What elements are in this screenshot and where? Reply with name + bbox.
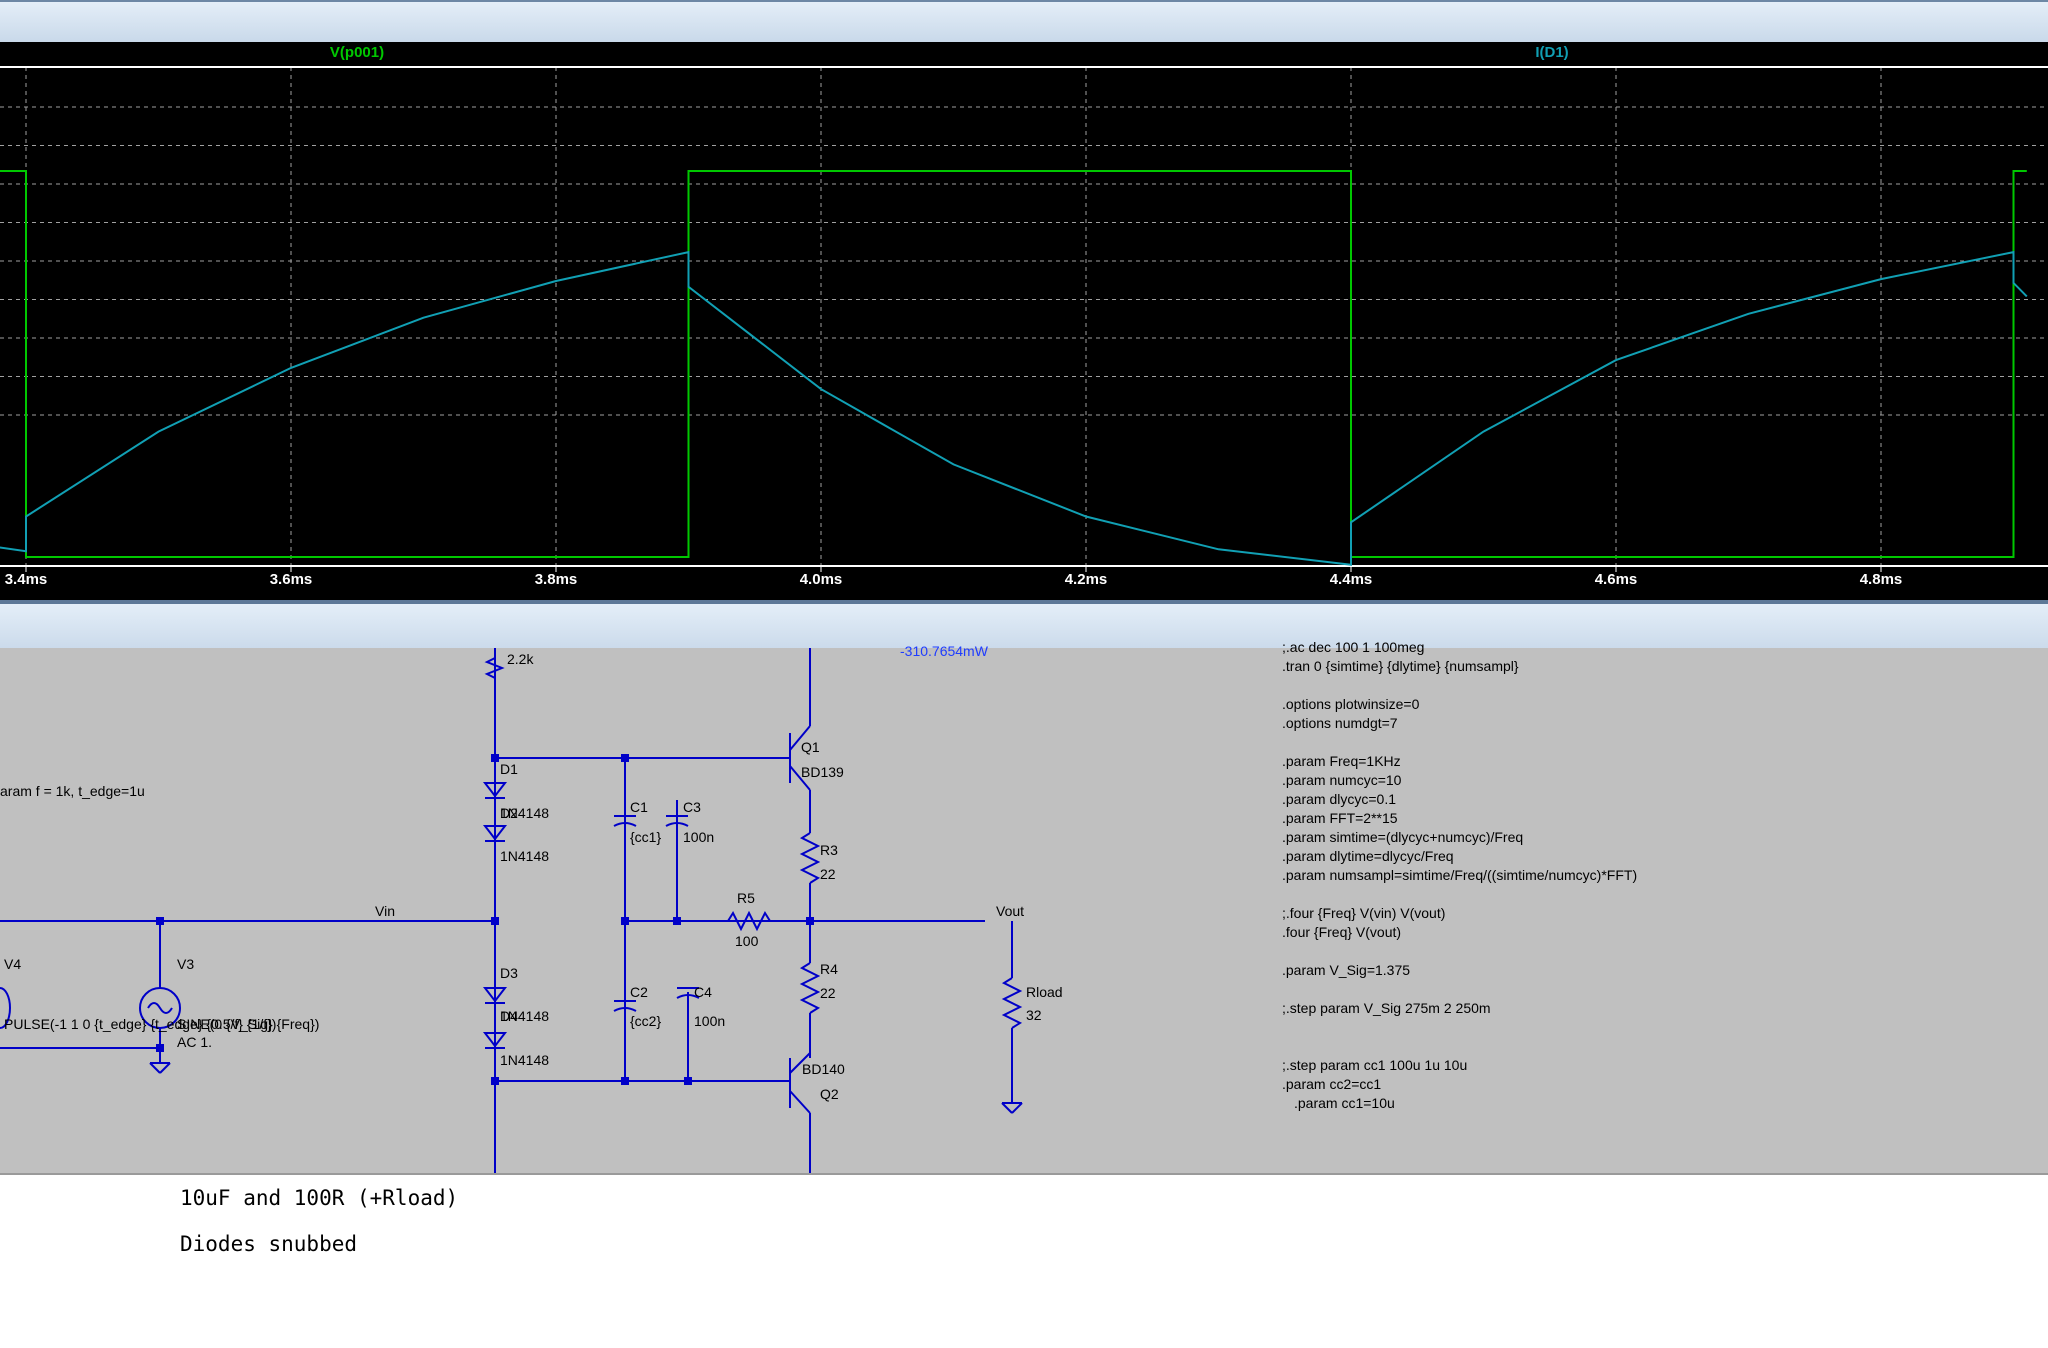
spice-directives[interactable]: ;.ac dec 100 1 100meg .tran 0 {simtime} {… — [1282, 639, 1637, 1092]
directive-param-cc1[interactable]: .param cc1=10u — [1294, 1095, 1395, 1111]
x-tick-label: 4.0ms — [800, 571, 843, 588]
q2-label[interactable]: Q2 — [820, 1086, 839, 1102]
c3-value[interactable]: 100n — [683, 829, 714, 845]
directive-line[interactable]: ;.step param cc1 100u 1u 10u — [1282, 1057, 1467, 1073]
d3-model-b[interactable]: 1N4148 — [500, 1052, 549, 1068]
directive-line[interactable]: .four {Freq} V(vout) — [1282, 924, 1401, 940]
c1-value[interactable]: {cc1} — [630, 829, 661, 845]
trace-label-id1[interactable]: I(D1) — [1535, 44, 1568, 61]
directive-line[interactable]: .param cc2=cc1 — [1282, 1076, 1381, 1092]
schematic-window-titlebar — [0, 600, 2048, 653]
c1-label[interactable]: C1 — [630, 799, 648, 815]
note-line-1: 10uF and 100R (+Rload) — [180, 1186, 459, 1210]
partial-resistor-value: 2.2k — [507, 651, 534, 667]
directive-line[interactable]: .param dlycyc=0.1 — [1282, 791, 1396, 807]
directive-line[interactable]: .param dlytime=dlycyc/Freq — [1282, 848, 1454, 864]
d1-label[interactable]: D1 — [500, 761, 518, 777]
r4-value[interactable]: 22 — [820, 985, 836, 1001]
rload-label[interactable]: Rload — [1026, 984, 1063, 1000]
x-tick-label: 4.4ms — [1330, 571, 1373, 588]
net-label-vin[interactable]: Vin — [375, 903, 395, 919]
c4-value[interactable]: 100n — [694, 1013, 725, 1029]
q2-model[interactable]: BD140 — [802, 1061, 845, 1077]
directive-line[interactable]: .param FFT=2**15 — [1282, 810, 1398, 826]
directive-line[interactable]: .param simtime=(dlycyc+numcyc)/Freq — [1282, 829, 1523, 845]
d4-overlap-label[interactable]: D4 — [500, 1008, 518, 1024]
junction-dots — [156, 754, 814, 1085]
c3-label[interactable]: C3 — [683, 799, 701, 815]
d3-label[interactable]: D3 — [500, 965, 518, 981]
rload-value[interactable]: 32 — [1026, 1007, 1042, 1023]
d1-model-a[interactable]: 1N4148 — [500, 805, 549, 821]
x-tick-label: 4.8ms — [1860, 571, 1903, 588]
schematic-canvas[interactable]: 2.2k -310.7654mW aram f = 1k, t_edge=1u … — [0, 639, 2048, 1173]
directive-line[interactable]: .options plotwinsize=0 — [1282, 696, 1420, 712]
plot-window-titlebar — [0, 0, 2048, 43]
r3-label[interactable]: R3 — [820, 842, 838, 858]
v3-spec[interactable]: SINE(0 {V_Sig} {Freq}) — [177, 1016, 319, 1032]
directive-line[interactable]: .param V_Sig=1.375 — [1282, 962, 1410, 978]
trace-vp001 — [0, 170, 2027, 558]
trace-id1 — [0, 250, 2028, 566]
directive-line[interactable]: .options numdgt=7 — [1282, 715, 1398, 731]
directive-line[interactable]: ;.four {Freq} V(vin) V(vout) — [1282, 905, 1445, 921]
x-tick-label: 4.2ms — [1065, 571, 1108, 588]
directive-line[interactable]: ;.ac dec 100 1 100meg — [1282, 639, 1424, 655]
v4-label[interactable]: V4 — [4, 956, 21, 972]
r4-label[interactable]: R4 — [820, 961, 838, 977]
r5-label[interactable]: R5 — [737, 890, 755, 906]
directive-line[interactable]: .param numcyc=10 — [1282, 772, 1402, 788]
wires — [0, 648, 1023, 1173]
directive-line[interactable]: .tran 0 {simtime} {dlytime} {numsampl} — [1282, 658, 1519, 674]
c2-value[interactable]: {cc2} — [630, 1013, 661, 1029]
directive-line[interactable]: ;.step param V_Sig 275m 2 250m — [1282, 1000, 1491, 1016]
power-readout: -310.7654mW — [900, 643, 989, 659]
r3-value[interactable]: 22 — [820, 866, 836, 882]
c2-label[interactable]: C2 — [630, 984, 648, 1000]
x-tick-label: 3.4ms — [5, 571, 48, 588]
schematic-pane[interactable]: 2.2k -310.7654mW aram f = 1k, t_edge=1u … — [0, 639, 2048, 1175]
x-tick-label: 3.6ms — [270, 571, 313, 588]
d2-overlap-label[interactable]: D2 — [500, 805, 518, 821]
c4-label[interactable]: C4 — [694, 984, 712, 1000]
q1-label[interactable]: Q1 — [801, 739, 820, 755]
waveform-plot-pane[interactable]: V(p001) I(D1) 3.4ms 3.6ms 3.8ms 4.0ms 4.2ms 4… — [0, 42, 2048, 600]
directive-line[interactable]: .param Freq=1KHz — [1282, 753, 1401, 769]
waveform-plot[interactable]: V(p001) I(D1) 3.4ms 3.6ms 3.8ms 4.0ms 4.2ms 4… — [0, 42, 2048, 600]
directive-line[interactable]: .param numsampl=simtime/Freq/((simtime/n… — [1282, 867, 1637, 883]
v3-ac[interactable]: AC 1. — [177, 1034, 212, 1050]
d3-model-a[interactable]: 1N4148 — [500, 1008, 549, 1024]
net-label-vout[interactable]: Vout — [996, 903, 1024, 919]
v4-spec[interactable]: PULSE(-1 1 0 {t_edge} {t_edge} {0.5/f} {… — [4, 1016, 276, 1032]
d1-model-b[interactable]: 1N4148 — [500, 848, 549, 864]
r5-value[interactable]: 100 — [735, 933, 759, 949]
trace-label-vp001[interactable]: V(p001) — [330, 44, 384, 61]
x-tick-label: 4.6ms — [1595, 571, 1638, 588]
note-line-2: Diodes snubbed — [180, 1232, 358, 1256]
v3-label[interactable]: V3 — [177, 956, 194, 972]
q1-model[interactable]: BD139 — [801, 764, 844, 780]
x-tick-label: 3.8ms — [535, 571, 578, 588]
param-f-directive[interactable]: aram f = 1k, t_edge=1u — [0, 783, 145, 799]
